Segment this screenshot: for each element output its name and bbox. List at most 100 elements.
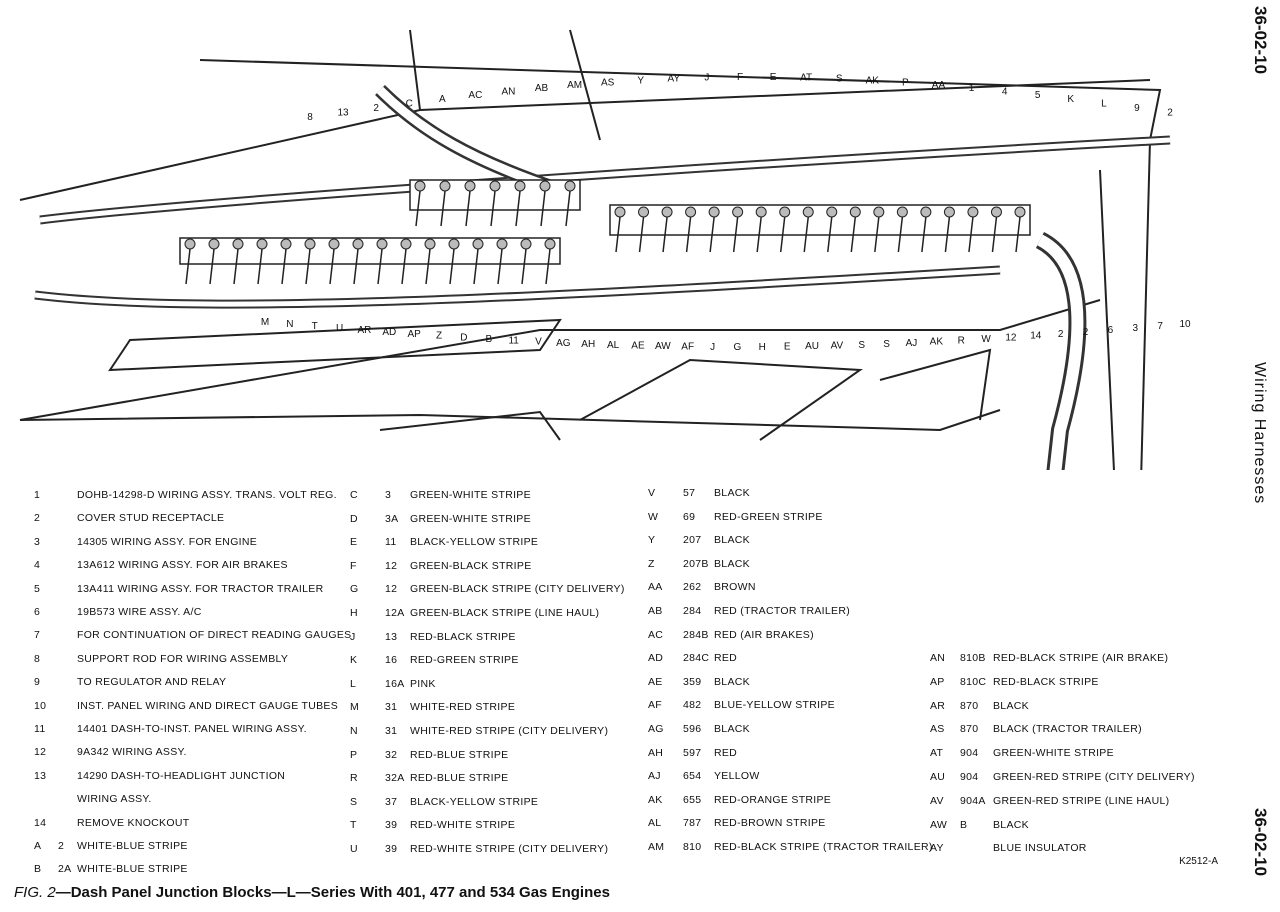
legend-wire-number: 810 — [683, 841, 702, 853]
callout-label: AR — [358, 325, 372, 336]
legend-code: AN — [930, 652, 946, 664]
terminal-stud — [708, 206, 720, 218]
terminal-wire — [991, 216, 998, 253]
legend-description: BLACK-YELLOW STRIPE — [410, 795, 539, 808]
legend-code: AA — [648, 581, 663, 594]
legend-description: GREEN-WHITE STRIPE — [410, 512, 531, 525]
terminal-wire — [209, 248, 215, 285]
terminal-stud — [802, 206, 814, 218]
callout-label: T — [312, 321, 318, 332]
callout-label: 2 — [1167, 107, 1173, 118]
callout-label: AC — [468, 90, 482, 101]
callout-label: E — [770, 72, 777, 83]
legend-code: G — [350, 583, 359, 596]
legend-description: RED-BLACK STRIPE — [993, 675, 1099, 688]
terminal-stud — [496, 238, 508, 250]
legend-description: PINK — [410, 677, 436, 690]
terminal-stud — [896, 206, 908, 218]
legend-wire-number: 31 — [385, 725, 398, 737]
legend-wire-number: 39 — [385, 819, 398, 832]
callout-label: AB — [535, 83, 549, 94]
terminal-wire — [779, 216, 786, 253]
legend-code: 13 — [34, 769, 47, 782]
terminal-stud — [184, 238, 196, 250]
legend-description: BLACK — [714, 487, 750, 499]
legend-wire-number: 655 — [683, 793, 702, 806]
legend-description: YELLOW — [714, 770, 760, 783]
terminal-stud — [448, 238, 460, 250]
callout-label: N — [286, 319, 293, 330]
callout-label: Y — [637, 75, 644, 86]
legend-description: RED-BLUE STRIPE — [410, 772, 509, 785]
figure-caption: FIG. 2—Dash Panel Junction Blocks—L—Seri… — [14, 884, 610, 901]
legend-description: 9A342 WIRING ASSY. — [77, 746, 187, 759]
terminal-stud — [873, 206, 885, 218]
terminal-stud — [732, 206, 744, 218]
callout-label: AE — [631, 341, 645, 352]
legend-code: AD — [648, 652, 664, 665]
legend-wire-number: 654 — [683, 770, 702, 783]
caption-text: —Dash Panel Junction Blocks—L—Series Wit… — [55, 884, 610, 901]
legend-code: 10 — [34, 699, 47, 712]
terminal-wire — [515, 190, 521, 227]
terminal-stud — [539, 180, 551, 192]
terminal-stud — [544, 238, 556, 250]
legend-wire-number: 810C — [960, 675, 987, 688]
legend-description: COVER STUD RECEPTACLE — [77, 512, 225, 525]
legend-code: AR — [930, 699, 946, 712]
terminal-wire — [185, 248, 191, 285]
terminal-studs — [184, 180, 1026, 285]
legend-description: BLACK-YELLOW STRIPE — [410, 536, 539, 549]
terminal-wire — [473, 248, 479, 285]
terminal-stud — [439, 180, 451, 192]
legend-code: E — [350, 536, 358, 549]
callout-label: Z — [436, 331, 442, 342]
callout-label: R — [958, 335, 965, 346]
legend-code: AP — [930, 675, 945, 688]
terminal-stud — [849, 206, 861, 218]
terminal-stud — [400, 238, 412, 250]
terminal-stud — [208, 238, 220, 250]
terminal-stud — [328, 238, 340, 250]
callout-label: H — [759, 342, 766, 353]
legend-code: AM — [648, 841, 665, 853]
legend-code: AF — [648, 699, 663, 712]
legend-description: RED-BLUE STRIPE — [410, 748, 509, 761]
callout-label: C — [406, 98, 413, 109]
legend-code: AC — [648, 628, 664, 641]
legend-code: AY — [930, 842, 944, 855]
legend-description: GREEN-BLACK STRIPE (LINE HAUL) — [410, 607, 600, 619]
terminal-stud — [967, 206, 979, 218]
legend-wire-number: 31 — [385, 701, 398, 714]
legend-description: 14305 WIRING ASSY. FOR ENGINE — [77, 535, 258, 548]
legend-description: 13A411 WIRING ASSY. FOR TRACTOR TRAILER — [77, 582, 324, 595]
legend-code: Y — [648, 534, 656, 547]
legend-description: SUPPORT ROD FOR WIRING ASSEMBLY — [77, 652, 289, 665]
terminal-stud — [755, 206, 767, 218]
legend-wire-number: 16A — [385, 677, 405, 690]
callout-label: AJ — [906, 338, 918, 349]
legend-description: FOR CONTINUATION OF DIRECT READING GAUGE… — [77, 629, 352, 642]
reference-code: K2512-A — [1179, 856, 1218, 867]
terminal-stud — [472, 238, 484, 250]
legend-wire-number: 284C — [683, 652, 710, 665]
callout-label: AD — [382, 327, 396, 338]
terminal-stud — [520, 238, 532, 250]
terminal-wire — [756, 216, 762, 253]
legend-description: BLUE-YELLOW STRIPE — [714, 699, 835, 712]
legend-code: S — [350, 795, 358, 808]
callout-label: AP — [408, 329, 422, 340]
legend-code: AB — [648, 605, 663, 617]
callout-label: E — [784, 342, 791, 353]
callout-label: AS — [601, 77, 615, 88]
legend-description: RED-BROWN STRIPE — [714, 817, 826, 830]
legend-code: J — [350, 630, 356, 643]
terminal-stud — [1014, 206, 1026, 218]
legend-wire-number: 32 — [385, 748, 398, 761]
legend-description: WIRING ASSY. — [77, 793, 152, 806]
legend-description: 13A612 WIRING ASSY. FOR AIR BRAKES — [77, 559, 288, 572]
callout-label: 1 — [969, 83, 975, 94]
legend-code: 8 — [34, 652, 41, 665]
